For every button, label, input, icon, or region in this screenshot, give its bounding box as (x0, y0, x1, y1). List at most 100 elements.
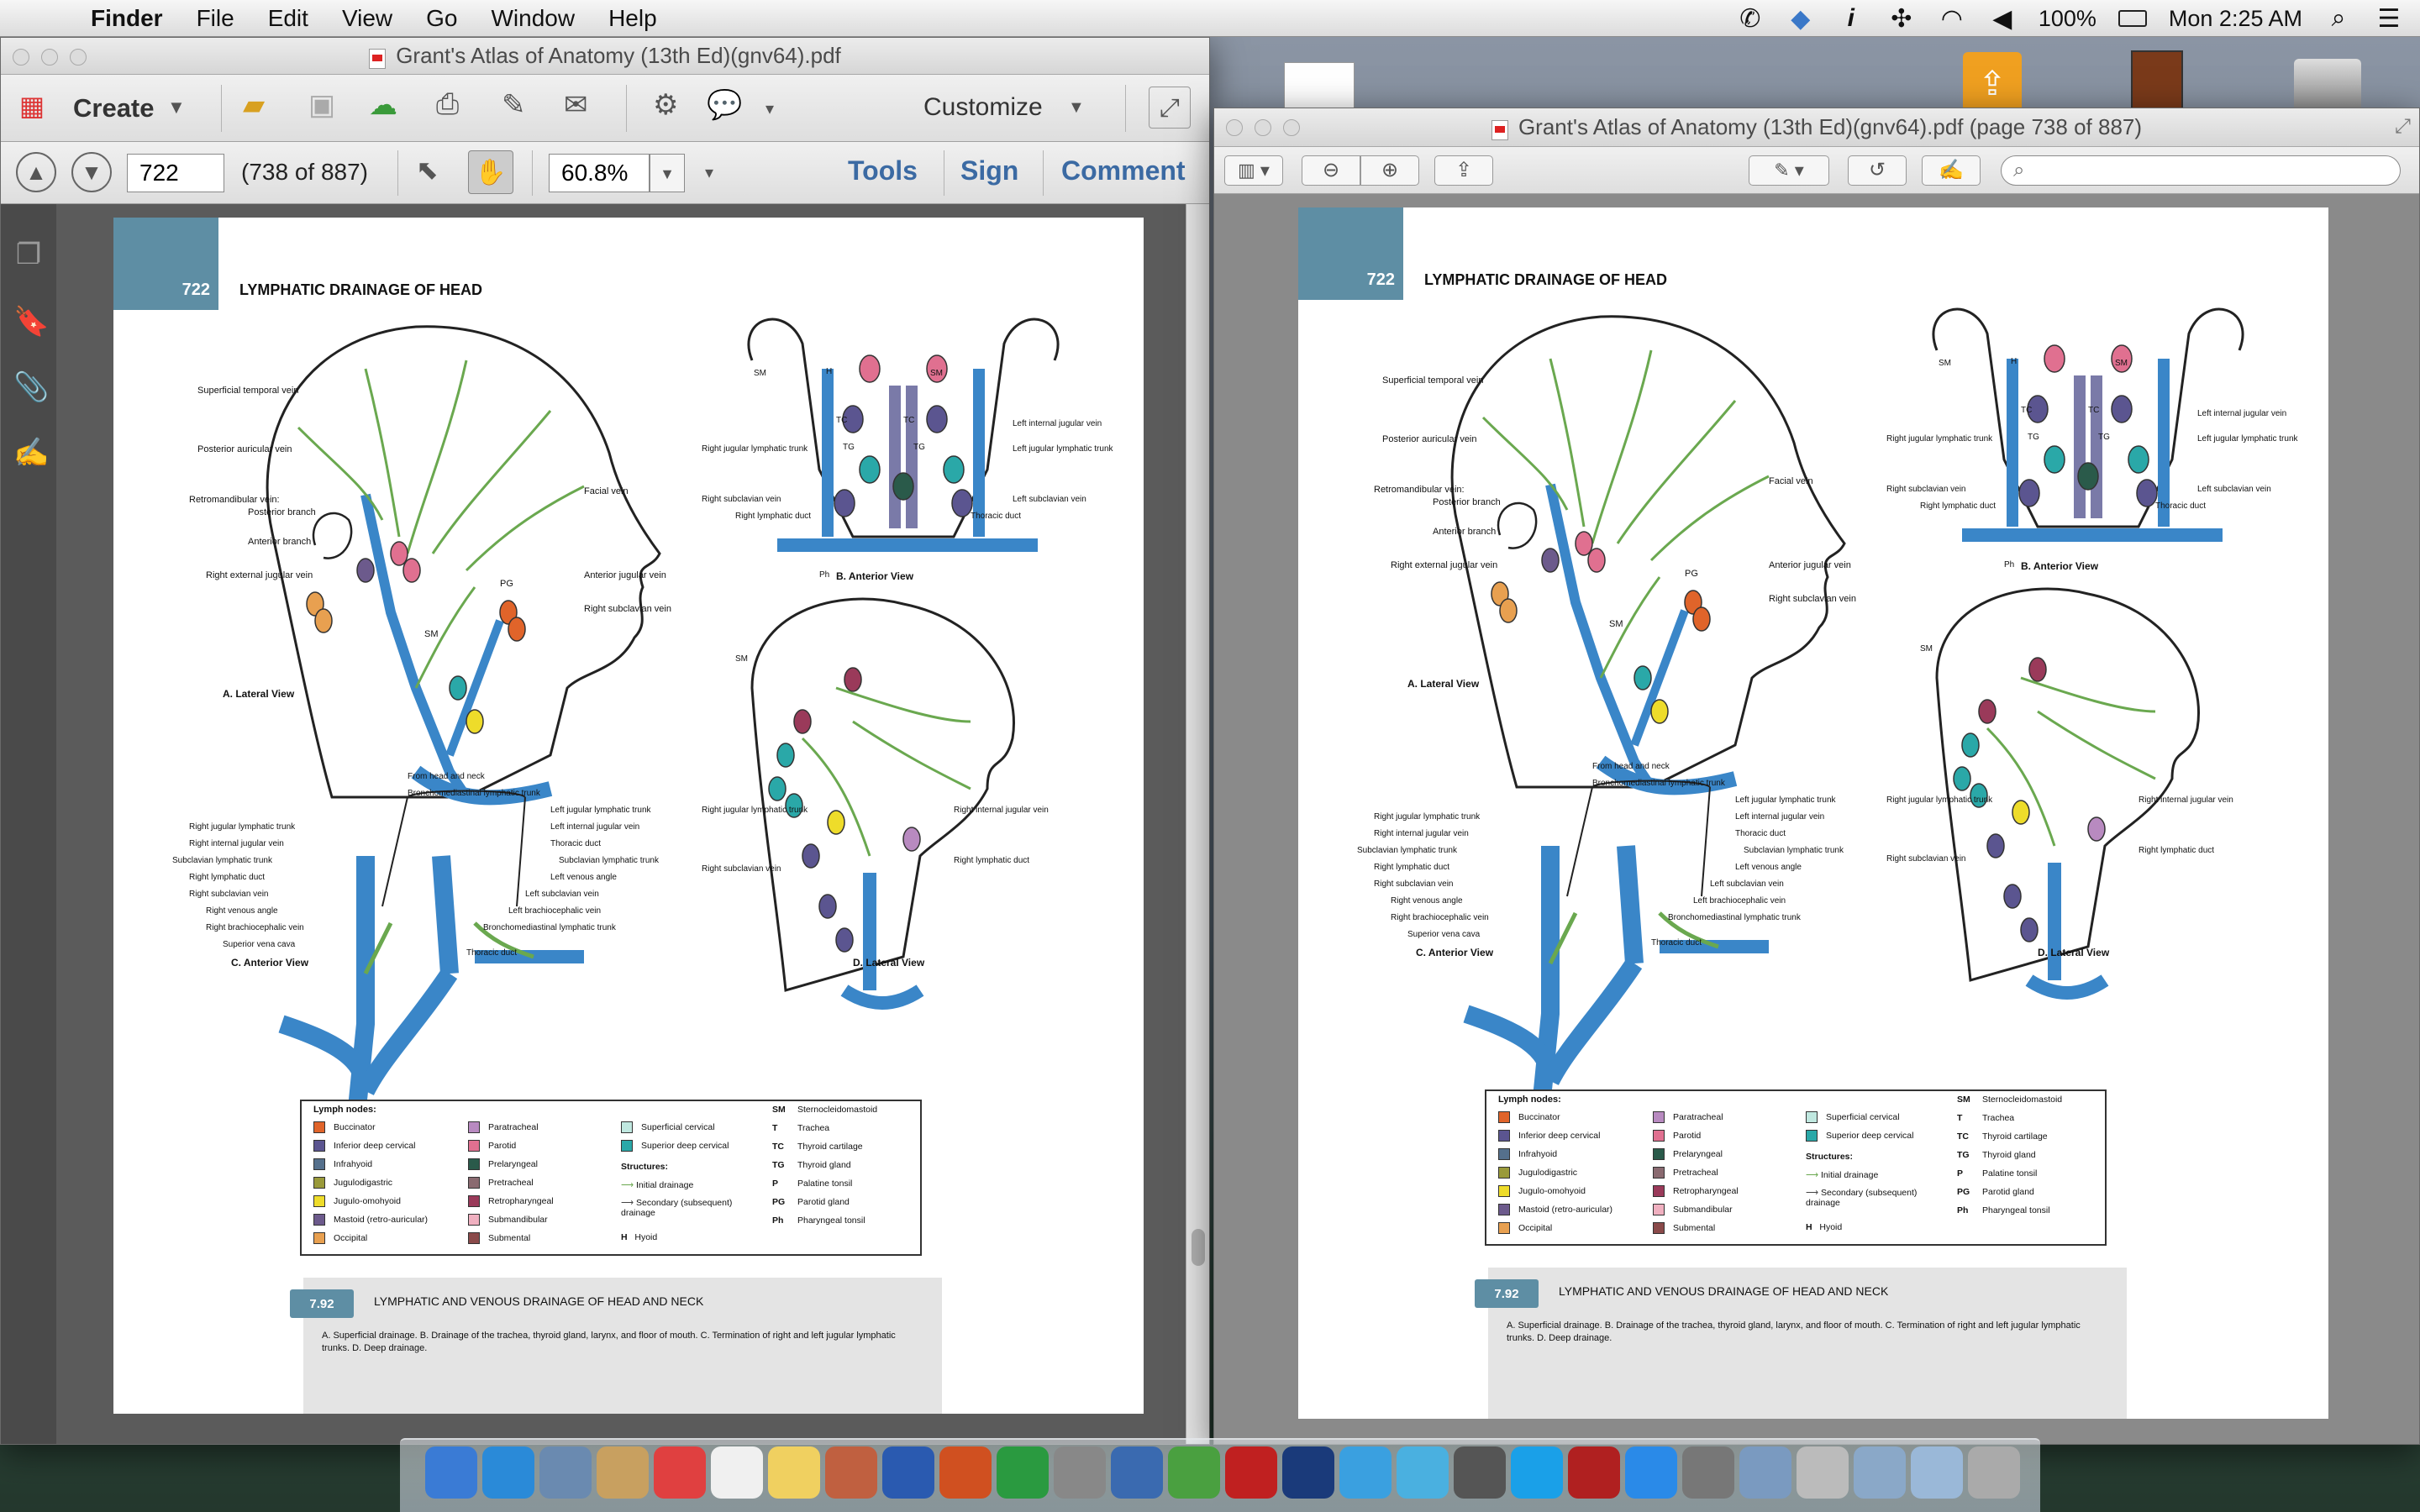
legend-label: Mastoid (retro-auricular) (1518, 1205, 1613, 1215)
battery-icon[interactable] (2118, 10, 2147, 27)
annotate-pen-icon[interactable]: ✎ ▾ (1749, 155, 1829, 186)
dock-icon-safari[interactable] (482, 1446, 534, 1499)
dock-icon-photo-booth[interactable] (1568, 1446, 1620, 1499)
zoom-in-icon[interactable]: ⊕ (1360, 155, 1419, 186)
wifi-icon[interactable]: ◠ (1940, 4, 1963, 33)
scroll-thumb[interactable] (1192, 1229, 1205, 1266)
preview-search-field[interactable]: ⌕ (2001, 155, 2401, 186)
rotate-icon[interactable]: ↺ (1848, 155, 1907, 186)
dock-icon-notes[interactable] (768, 1446, 820, 1499)
menu-edit[interactable]: Edit (267, 4, 308, 31)
settings-gear-icon[interactable]: ⚙ (653, 89, 679, 121)
previous-page-icon[interactable]: ▲ (16, 152, 56, 192)
dock-icon-word[interactable] (882, 1446, 934, 1499)
customize-button[interactable]: Customize (923, 93, 1043, 121)
edit-document-icon[interactable]: ✎ (502, 89, 526, 121)
edit-toolbar-icon[interactable]: ✍ (1922, 155, 1981, 186)
sign-pane-link[interactable]: Sign (960, 155, 1019, 186)
bluetooth-icon[interactable]: ✣ (1891, 4, 1912, 33)
dock-icon-numbers[interactable] (1168, 1446, 1220, 1499)
create-icon[interactable]: ▦ (18, 91, 45, 121)
label-view-c: From head and neck (408, 772, 485, 781)
dock-icon-powerpoint[interactable] (939, 1446, 992, 1499)
comment-pane-link[interactable]: Comment (1061, 155, 1186, 186)
tools-pane-link[interactable]: Tools (848, 155, 918, 186)
save-icon[interactable]: ▣ (308, 89, 336, 121)
dock-icon-downloads[interactable] (1854, 1446, 1906, 1499)
page-thumbnails-icon[interactable]: ❐ (15, 239, 42, 270)
dock-icon-messages[interactable] (1397, 1446, 1449, 1499)
info-icon[interactable]: i (1847, 4, 1855, 32)
menu-clock[interactable]: Mon 2:25 AM (2168, 5, 2302, 31)
acrobat-vertical-scrollbar[interactable] (1186, 204, 1209, 1444)
hard-drive-icon[interactable] (2294, 59, 2361, 113)
customize-chevron-icon[interactable]: ▼ (1068, 98, 1085, 117)
dock-icon-acrobat[interactable] (1225, 1446, 1277, 1499)
fullscreen-icon[interactable]: ⤢ (2394, 115, 2411, 138)
zoom-level-field[interactable]: 60.8% (549, 154, 650, 192)
print-icon[interactable]: ⎙ (436, 88, 460, 120)
bookmarks-icon[interactable]: 🔖 (13, 306, 50, 338)
menu-view[interactable]: View (341, 4, 393, 31)
dock-icon-excel[interactable] (997, 1446, 1049, 1499)
preview-titlebar[interactable]: Grant's Atlas of Anatomy (13th Ed)(gnv64… (1214, 108, 2419, 147)
menu-window[interactable]: Window (491, 4, 576, 31)
volume-icon[interactable]: ◀ (1992, 4, 2012, 33)
create-chevron-icon[interactable]: ▼ (167, 97, 186, 118)
close-button[interactable] (1226, 119, 1243, 136)
close-button[interactable] (13, 49, 29, 66)
dropbox-icon[interactable]: ◆ (1791, 4, 1811, 33)
dock-icon-facetime[interactable] (1454, 1446, 1506, 1499)
dock-icon-preview[interactable] (1739, 1446, 1791, 1499)
dock-icon-skype[interactable] (1511, 1446, 1563, 1499)
dock-icon-itunes[interactable] (1339, 1446, 1392, 1499)
menu-help[interactable]: Help (608, 4, 657, 31)
usb-drive-icon[interactable]: ⇪ (1963, 52, 2022, 116)
dock-icon-photos[interactable] (825, 1446, 877, 1499)
sidebar-toggle-icon[interactable]: ▥ ▾ (1224, 155, 1283, 186)
nav-overflow-icon[interactable]: ▾ (705, 164, 714, 182)
acrobat-titlebar[interactable]: Grant's Atlas of Anatomy (13th Ed)(gnv64… (1, 38, 1209, 75)
email-icon[interactable]: ✉ (564, 89, 588, 121)
dock-icon-reminders[interactable] (711, 1446, 763, 1499)
phone-icon[interactable]: ✆ (1739, 4, 1761, 33)
dock-icon-automator[interactable] (1054, 1446, 1106, 1499)
dock-icon-trash[interactable] (1968, 1446, 2020, 1499)
select-arrow-icon[interactable]: ⬉ (416, 155, 439, 185)
dock-icon-photoshop[interactable] (1282, 1446, 1334, 1499)
notification-list-icon[interactable]: ☰ (2377, 4, 2401, 33)
menu-go[interactable]: Go (426, 4, 458, 31)
hand-tool-icon[interactable]: ✋ (468, 150, 513, 194)
spotlight-search-icon[interactable]: ⌕ (2331, 4, 2346, 32)
dock-icon-contacts[interactable] (597, 1446, 649, 1499)
menu-app-name[interactable]: Finder (91, 4, 163, 31)
dock-icon-calendar[interactable] (654, 1446, 706, 1499)
desktop-file-thumbnail[interactable] (1284, 62, 1355, 116)
signatures-icon[interactable]: ✍ (13, 437, 50, 469)
zoom-button[interactable] (70, 49, 87, 66)
dock-icon-finder[interactable] (425, 1446, 477, 1499)
upload-cloud-icon[interactable]: ☁ (369, 89, 397, 121)
dock-icon-app-store[interactable] (1625, 1446, 1677, 1499)
dock-icon-applications[interactable] (1911, 1446, 1963, 1499)
toolbar-overflow-icon[interactable]: ▾ (765, 100, 775, 118)
create-button[interactable]: Create (73, 93, 155, 123)
open-folder-icon[interactable]: ▰ (243, 89, 266, 121)
minimize-button[interactable] (1255, 119, 1271, 136)
zoom-out-icon[interactable]: ⊖ (1302, 155, 1360, 186)
comment-bubble-icon[interactable]: 💬 (707, 89, 743, 121)
share-icon[interactable]: ⇪ (1434, 155, 1493, 186)
book-thumbnail-icon[interactable] (2131, 50, 2183, 114)
dock-icon-documents[interactable] (1797, 1446, 1849, 1499)
zoom-dropdown-icon[interactable]: ▼ (650, 154, 685, 192)
fullscreen-expand-icon[interactable]: ⤢ (1149, 87, 1191, 129)
next-page-icon[interactable]: ▼ (71, 152, 112, 192)
attachments-paperclip-icon[interactable]: 📎 (13, 371, 50, 403)
page-number-field[interactable]: 722 (127, 154, 224, 192)
dock-icon-mail[interactable] (539, 1446, 592, 1499)
menu-file[interactable]: File (196, 4, 234, 31)
minimize-button[interactable] (41, 49, 58, 66)
zoom-button[interactable] (1283, 119, 1300, 136)
dock-icon-system-preferences[interactable] (1682, 1446, 1734, 1499)
dock-icon-keynote[interactable] (1111, 1446, 1163, 1499)
